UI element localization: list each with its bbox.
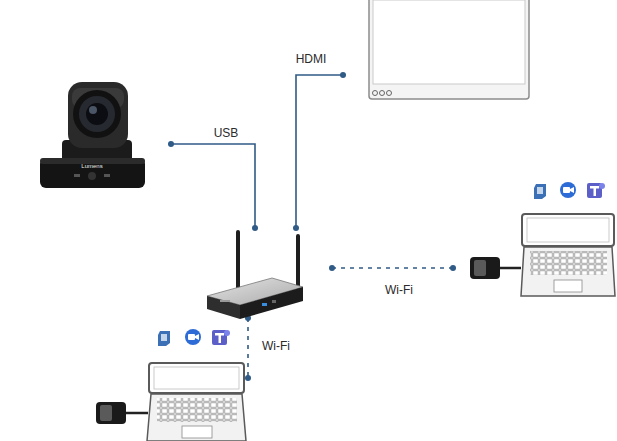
link-label: Wi-Fi bbox=[262, 340, 290, 352]
link-label: Wi-Fi bbox=[385, 284, 413, 296]
app-icons bbox=[158, 329, 230, 346]
signal-label: USB bbox=[214, 127, 239, 139]
wire-dot bbox=[329, 265, 335, 271]
hdmi-wire bbox=[296, 75, 343, 228]
wire-dot bbox=[340, 72, 346, 78]
wire-dot bbox=[245, 375, 251, 381]
brand-label: Lumens bbox=[81, 163, 102, 169]
wire-dot bbox=[293, 225, 299, 231]
usb-dongle bbox=[96, 402, 148, 424]
laptop bbox=[147, 363, 246, 441]
display-monitor bbox=[369, 0, 529, 99]
wifi-link bbox=[247, 318, 249, 378]
app-icons bbox=[534, 182, 605, 199]
wifi-link bbox=[332, 267, 453, 269]
wire-dot bbox=[168, 141, 174, 147]
wireless-base-unit bbox=[207, 232, 303, 319]
laptop bbox=[521, 214, 615, 296]
ptz-camera bbox=[40, 82, 145, 188]
wire-dot bbox=[450, 265, 456, 271]
usb-dongle bbox=[470, 257, 521, 279]
usb-wire bbox=[171, 144, 255, 228]
signal-label: HDMI bbox=[296, 53, 327, 65]
wire-dot bbox=[252, 225, 258, 231]
